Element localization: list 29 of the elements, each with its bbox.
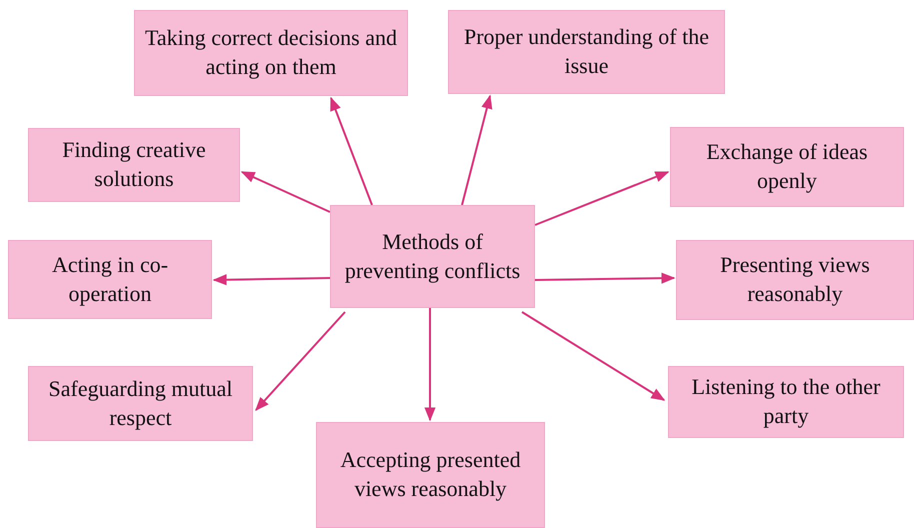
arrow [534, 272, 676, 284]
node-text: Methods of preventing conflicts [344, 228, 522, 285]
method-box [28, 366, 253, 441]
method-box [316, 422, 545, 528]
node-text: Finding creative solutions [61, 136, 207, 193]
node-text: Listening to the other party [690, 373, 882, 430]
node-text: Presenting views reasonably [719, 251, 871, 308]
method-box [448, 10, 725, 94]
method-box [668, 366, 904, 438]
arrow [424, 308, 436, 422]
method-box [670, 127, 904, 207]
arrow [240, 171, 330, 213]
node-text: Proper understanding of the issue [463, 23, 710, 80]
arrow [534, 171, 670, 226]
method-box [134, 10, 408, 96]
node-text: Safeguarding mutual respect [48, 374, 234, 432]
node-text: Accepting presented views reasonably [339, 446, 522, 503]
central-box [330, 205, 535, 308]
arrow [255, 311, 346, 412]
arrow [330, 96, 373, 206]
arrow [461, 94, 492, 206]
arrow [521, 311, 666, 401]
node-text: Exchange of ideas openly [705, 138, 869, 195]
node-text: Taking correct decisions and acting on them [144, 24, 398, 81]
node-text: Acting in co-operation [50, 250, 170, 308]
method-box [676, 240, 914, 320]
method-box [8, 240, 212, 319]
method-box [28, 128, 240, 202]
arrow [212, 274, 330, 286]
